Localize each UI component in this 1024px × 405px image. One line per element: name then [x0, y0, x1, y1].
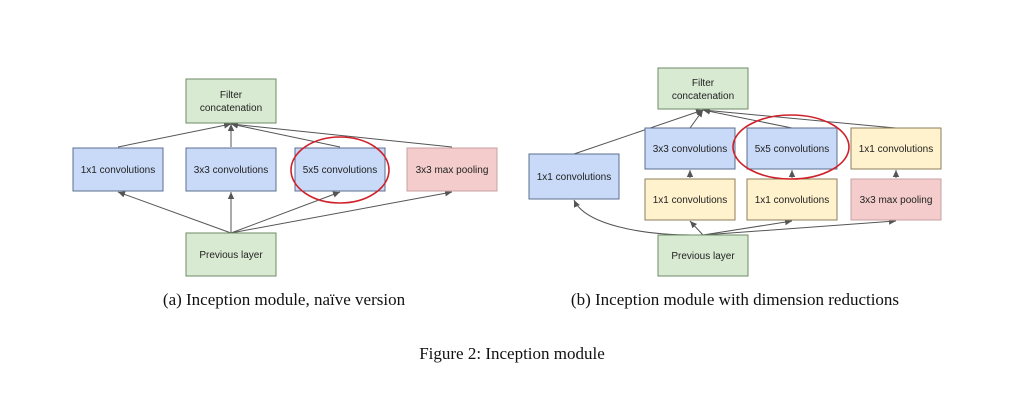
maxpool-label-b: 3x3 max pooling [860, 195, 933, 206]
caption-a: (a) Inception module, naïve version [163, 290, 406, 309]
previous-layer-label-a: Previous layer [199, 250, 263, 261]
figure-caption: Figure 2: Inception module [419, 344, 605, 363]
conv1x1-left-box-b [528, 153, 620, 200]
conv5x5-label-b: 5x5 convolutions [755, 144, 830, 155]
conv5x5-box-b [746, 127, 838, 170]
highlight-ellipse-b [732, 114, 850, 180]
reduce-5x5-label-b: 1x1 convolutions [755, 195, 830, 206]
conv1x1-label-a: 1x1 convolutions [81, 165, 156, 176]
reduce-5x5-box-b [746, 178, 838, 221]
maxpool-box-b [850, 178, 942, 221]
arrow-5x5-to-concat [230, 122, 341, 148]
arrow-prev-to-5x5 [230, 191, 341, 234]
previous-layer-box-a [185, 232, 277, 277]
arrow-prev-to-reduce3x3 [689, 220, 704, 236]
conv3x3-box-a [185, 147, 277, 192]
arrow-prev-to-reduce5x5 [702, 218, 793, 236]
arrow-3x3-to-concat [689, 109, 704, 129]
conv3x3-label-a: 3x3 convolutions [194, 165, 269, 176]
conv1x1-right-box-b [850, 127, 942, 170]
arrow-1x1-right-to-concat [702, 107, 897, 129]
arrow-pool-to-concat [230, 121, 453, 148]
maxpool-label-a: 3x3 max pooling [416, 165, 489, 176]
diagram-a-arrows [117, 121, 453, 234]
arrow-prev-to-1x1 [117, 191, 232, 234]
conv1x1-box-a [72, 147, 164, 192]
maxpool-box-a [406, 147, 498, 192]
reduce-3x3-box-b [644, 178, 736, 221]
arrow-1x1-to-concat [117, 122, 232, 148]
arrow-1x1-left-to-concat [573, 109, 704, 155]
arrow-prev-to-pool [230, 190, 453, 234]
conv3x3-box-b [644, 127, 736, 170]
previous-layer-label-b: Previous layer [671, 251, 735, 262]
conv5x5-label-a: 5x5 convolutions [303, 165, 378, 176]
arrow-5x5-to-concat [702, 108, 793, 129]
conv3x3-label-b: 3x3 convolutions [653, 144, 728, 155]
conv1x1-left-label-b: 1x1 convolutions [537, 172, 612, 183]
diagram-b-arrows [573, 107, 900, 236]
conv1x1-right-label-b: 1x1 convolutions [859, 144, 934, 155]
caption-b: (b) Inception module with dimension redu… [571, 290, 899, 309]
filter-concat-box-b [657, 67, 749, 110]
highlight-ellipse-a [290, 136, 390, 204]
conv5x5-box-a [294, 147, 386, 192]
filter-concat-box-a [185, 78, 277, 124]
previous-layer-box-b [657, 234, 749, 277]
reduce-3x3-label-b: 1x1 convolutions [653, 195, 728, 206]
arrow-prev-to-pool [702, 218, 897, 236]
